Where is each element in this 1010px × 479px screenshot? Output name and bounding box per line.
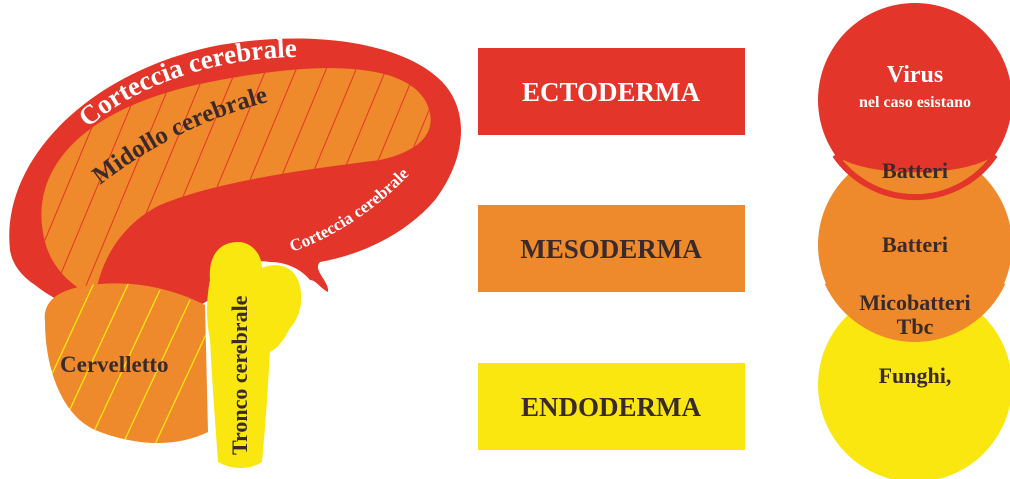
brainstem-label: Tronco cerebrale (227, 295, 252, 455)
cerebellum-label: Cervelletto (60, 352, 169, 377)
ectoderm-label: ECTODERMA (522, 77, 701, 107)
brainstem (207, 242, 301, 468)
mesoderm-label: MESODERMA (520, 234, 702, 264)
batteri-label: Batteri (882, 232, 948, 257)
funghi-label: Funghi, (879, 363, 952, 388)
micobatteri-label: Micobatteri (859, 290, 970, 315)
virus-sublabel: nel caso esistano (859, 94, 971, 111)
endoderm-box: ENDODERMA (478, 363, 745, 450)
tbc-label: Tbc (897, 314, 934, 339)
mesoderm-box: MESODERMA (478, 205, 745, 292)
batteri-overlap-label: Batteri (882, 158, 948, 183)
endoderm-label: ENDODERMA (521, 392, 701, 422)
virus-label: Virus (887, 62, 943, 88)
ectoderm-box: ECTODERMA (478, 48, 745, 135)
